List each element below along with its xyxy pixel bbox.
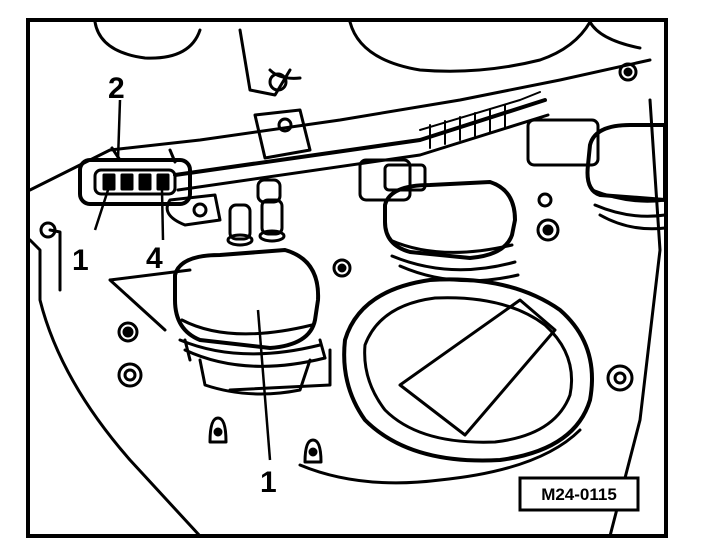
figure-reference-label: M24-0115 — [541, 485, 617, 504]
figure-reference: M24-0115 — [518, 476, 640, 512]
callout-connector-pin-1: 1 — [72, 244, 89, 277]
callout-ignition-coil: 1 — [260, 466, 277, 499]
callout-connector-pin-4: 4 — [146, 242, 163, 275]
callout-connector-pin-2: 2 — [108, 72, 125, 105]
leader-lines — [93, 99, 272, 461]
